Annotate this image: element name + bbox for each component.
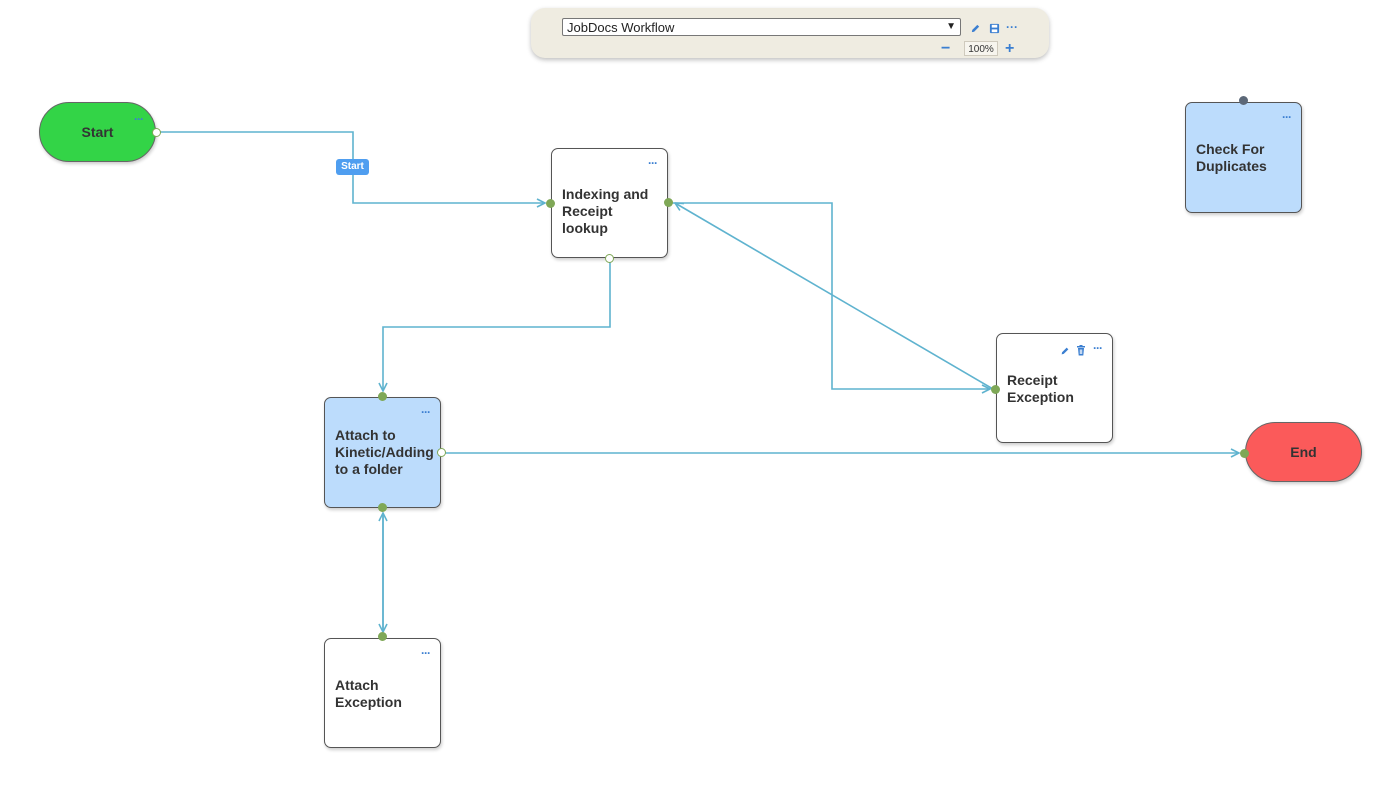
node-attach-exception[interactable]: ··· Attach Exception (324, 638, 441, 748)
node-label-line: Duplicates (1196, 158, 1267, 174)
check-duplicates-top-port[interactable] (1239, 96, 1248, 105)
node-receipt-exception[interactable]: ··· Receipt Exception (996, 333, 1113, 443)
workflow-select[interactable]: JobDocs Workflow ▼ (562, 18, 961, 36)
workflow-select-value: JobDocs Workflow (567, 20, 675, 35)
zoom-level-display: 100% (964, 41, 998, 56)
attach-input-port[interactable] (378, 392, 387, 401)
attach-exception-top-port[interactable] (378, 632, 387, 641)
node-menu-icon[interactable]: ··· (421, 646, 431, 660)
node-label-line: Receipt (1007, 372, 1058, 388)
end-node-label: End (1290, 444, 1317, 460)
receipt-exception-input-port[interactable] (991, 385, 1000, 394)
zoom-out-label: − (941, 40, 951, 57)
node-label-line: Receipt lookup (562, 203, 613, 236)
connector-indexing-to-attach[interactable] (383, 262, 611, 391)
node-label-line: Exception (1007, 389, 1074, 405)
connector-indexing-to-receipt-exception[interactable] (672, 202, 990, 389)
attach-output-port[interactable] (437, 448, 446, 457)
more-icon[interactable]: ··· (1005, 20, 1019, 34)
node-label-line: Indexing and (562, 186, 649, 202)
start-node[interactable]: Start ··· (39, 102, 156, 162)
zoom-in-label: + (1005, 40, 1015, 57)
node-menu-icon[interactable]: ··· (1093, 341, 1103, 355)
start-node-menu-icon[interactable]: ··· (134, 112, 144, 126)
indexing-output-port[interactable] (664, 198, 673, 207)
pencil-icon[interactable] (968, 21, 982, 35)
workflow-toolbar: JobDocs Workflow ▼ ··· − 100% + (531, 8, 1049, 58)
indexing-bottom-port[interactable] (605, 254, 614, 263)
indexing-input-port[interactable] (546, 199, 555, 208)
save-icon[interactable] (987, 21, 1001, 35)
more-label: ··· (1006, 20, 1018, 34)
node-indexing-receipt-lookup[interactable]: ··· Indexing and Receipt lookup (551, 148, 668, 258)
start-node-label: Start (81, 124, 114, 140)
node-menu-icon[interactable]: ··· (421, 405, 431, 419)
zoom-in-button[interactable]: + (1005, 40, 1015, 57)
node-label-line: Attach to (335, 427, 396, 443)
node-label-line: to a folder (335, 461, 403, 477)
zoom-out-button[interactable]: − (941, 40, 951, 57)
node-menu-icon[interactable]: ··· (1282, 110, 1292, 124)
trash-icon[interactable] (1076, 343, 1086, 361)
node-menu-icon[interactable]: ··· (648, 156, 658, 170)
node-check-for-duplicates[interactable]: ··· Check For Duplicates (1185, 102, 1302, 213)
pencil-icon[interactable] (1060, 343, 1070, 361)
end-input-port[interactable] (1240, 449, 1249, 458)
chevron-down-icon: ▼ (946, 21, 956, 32)
node-label-line: Kinetic/Adding (335, 444, 434, 460)
node-label-line: Attach (335, 677, 379, 693)
end-node[interactable]: End (1245, 422, 1362, 482)
node-attach-to-kinetic[interactable]: ··· Attach to Kinetic/Adding to a folder (324, 397, 441, 508)
attach-bottom-port[interactable] (378, 503, 387, 512)
connector-receipt-exception-to-indexing[interactable] (675, 203, 994, 390)
node-label-line: Check For (1196, 141, 1265, 157)
node-label-line: Exception (335, 694, 402, 710)
start-output-port[interactable] (152, 128, 161, 137)
edge-label-start[interactable]: Start (336, 159, 369, 175)
